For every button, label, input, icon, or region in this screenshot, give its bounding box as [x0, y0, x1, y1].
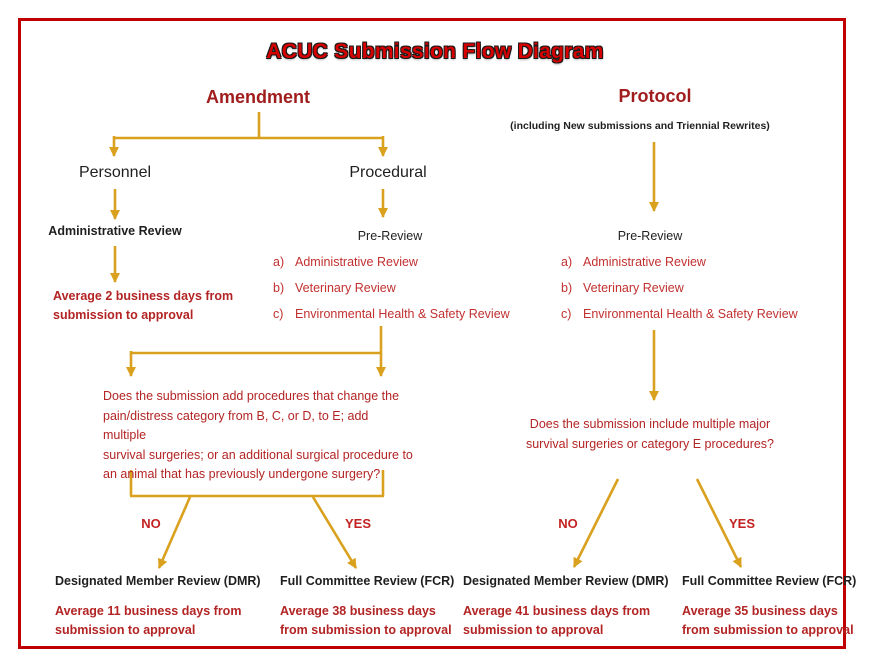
amendment-no-label: NO — [141, 516, 161, 531]
protocol-subtitle: (including New submissions and Triennial… — [510, 120, 770, 132]
protocol-prereview-list: a) Administrative Review b) Veterinary R… — [561, 254, 798, 322]
protocol-question: Does the submission include multiple maj… — [525, 417, 775, 451]
list-item-letter: c) — [273, 307, 284, 321]
arrow-amendment-split — [109, 112, 388, 157]
protocol-heading: Protocol — [618, 86, 692, 106]
list-item: a) Administrative Review — [561, 254, 798, 270]
amendment-fcr-average: Average 38 business days from submission… — [280, 604, 452, 637]
amendment-dmr-average: Average 11 business days from submission… — [55, 604, 242, 637]
protocol-fcr-average: Average 35 business days from submission… — [682, 604, 854, 637]
protocol-prereview-label: Pre-Review — [617, 229, 683, 243]
amendment-heading: Amendment — [205, 87, 310, 107]
list-item-letter: b) — [561, 281, 573, 295]
list-item: b) Veterinary Review — [273, 280, 510, 296]
protocol-dmr-average: Average 41 business days from submission… — [463, 604, 651, 637]
list-item: c) Environmental Health & Safety Review — [561, 306, 798, 322]
personnel-average-text: Average 2 business days from submission … — [53, 289, 234, 322]
amendment-fcr-title: Full Committee Review (FCR) — [280, 574, 455, 588]
administrative-review-label: Administrative Review — [48, 224, 182, 238]
amendment-dmr-title: Designated Member Review (DMR) — [55, 574, 261, 588]
page-title: ACUC Submission Flow Diagram — [266, 40, 604, 63]
list-item-text: Veterinary Review — [583, 281, 684, 295]
list-item-letter: a) — [561, 255, 573, 269]
list-item: c) Environmental Health & Safety Review — [273, 306, 510, 322]
protocol-no-label: NO — [558, 516, 578, 531]
protocol-yes-label: YES — [728, 516, 755, 531]
amendment-prereview-list: a) Administrative Review b) Veterinary R… — [273, 254, 510, 322]
list-item-text: Environmental Health & Safety Review — [295, 307, 510, 321]
list-item-text: Veterinary Review — [295, 281, 396, 295]
list-item-letter: b) — [273, 281, 285, 295]
list-item-text: Administrative Review — [583, 255, 706, 269]
page-border — [18, 18, 846, 649]
procedural-label: Procedural — [349, 164, 427, 181]
protocol-dmr-title: Designated Member Review (DMR) — [463, 574, 669, 588]
personnel-label: Personnel — [78, 164, 152, 181]
list-item: a) Administrative Review — [273, 254, 510, 270]
list-item-letter: c) — [561, 307, 572, 321]
list-item-text: Environmental Health & Safety Review — [583, 307, 798, 321]
arrow-prereview-to-question-split — [126, 326, 386, 377]
protocol-fcr-title: Full Committee Review (FCR) — [682, 574, 857, 588]
list-item: b) Veterinary Review — [561, 280, 798, 296]
amendment-yes-label: YES — [344, 516, 371, 531]
amendment-question: Does the submission add procedures that … — [103, 389, 413, 481]
list-item-letter: a) — [273, 255, 285, 269]
list-item-text: Administrative Review — [295, 255, 418, 269]
amendment-prereview-label: Pre-Review — [357, 229, 423, 243]
